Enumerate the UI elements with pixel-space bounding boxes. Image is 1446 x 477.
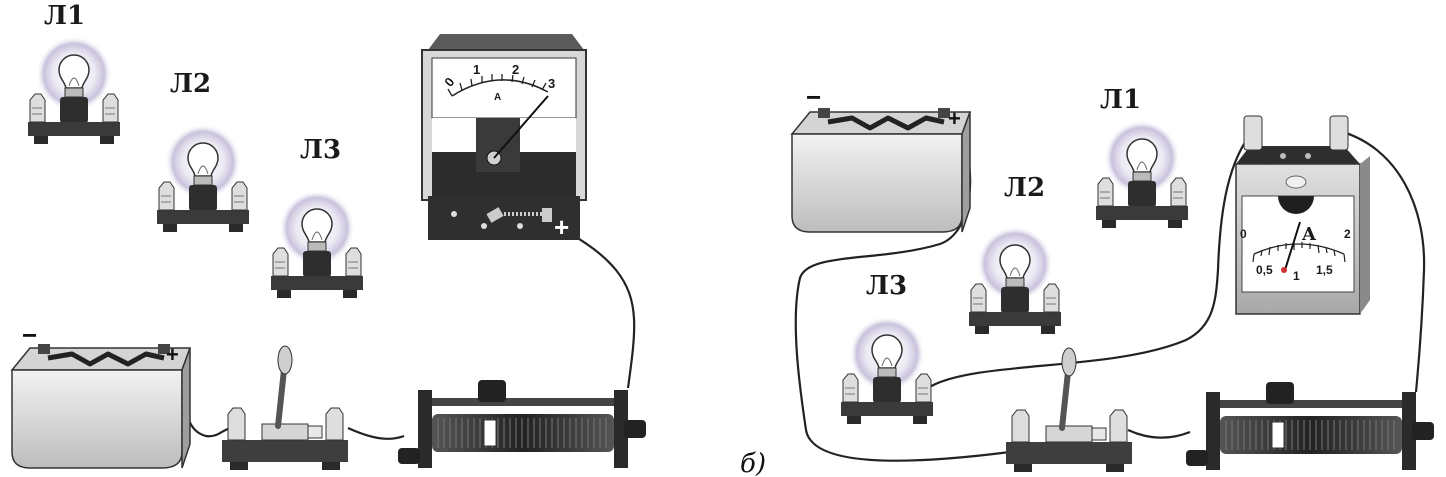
wire-switch-rheostat-right: [1127, 428, 1191, 439]
ammeter-right-tick-0: 0: [1240, 227, 1247, 241]
panel-right-label: б): [740, 449, 766, 477]
lamp-right-l3: [840, 315, 934, 425]
ammeter-left-tick-2: 2: [512, 62, 519, 77]
ammeter-right-tick-0-5: 0,5: [1256, 263, 1273, 277]
lamp-label-l2: Л2: [170, 69, 211, 99]
ammeter-right-unit: A: [1301, 224, 1317, 245]
wire-rheostat-ammeter: [559, 225, 636, 389]
lamp-right-l1: [1095, 119, 1189, 229]
switch-left: [222, 346, 348, 470]
wire-battery-around: [794, 139, 1011, 462]
wire-ammeter-rheostat: [1335, 128, 1426, 393]
wire-lamp3-ammeter: [927, 129, 1255, 389]
panel-right: − + Л1 Л2 Л3: [740, 82, 1435, 477]
ammeter-right: [1235, 115, 1370, 315]
lamp-right-l2: [968, 225, 1062, 335]
battery-right-plus: +: [948, 106, 961, 131]
lamp-label-l1: Л1: [44, 1, 85, 31]
ammeter-left: [421, 34, 587, 240]
battery-right-minus: −: [806, 82, 821, 112]
panel-left: Л1 Л2 Л3 0 1: [12, 1, 647, 470]
battery-left-plus: +: [166, 342, 179, 367]
lamp-l1: [27, 35, 121, 145]
lamp-right-label-l3: Л3: [866, 271, 907, 301]
ammeter-left-unit: A: [494, 92, 501, 103]
ammeter-right-tick-1: 1: [1293, 269, 1300, 283]
lamp-l2: [156, 123, 250, 233]
lamp-right-label-l2: Л2: [1004, 173, 1045, 203]
ammeter-right-tick-1-5: 1,5: [1316, 263, 1333, 277]
ammeter-right-tick-2: 2: [1344, 227, 1351, 241]
ammeter-left-plus-sign: +: [554, 212, 569, 242]
lamp-right-label-l1: Л1: [1100, 85, 1141, 115]
rheostat-left: [397, 379, 647, 469]
lamp-label-l3: Л3: [300, 135, 341, 165]
ammeter-left-tick-3: 3: [548, 76, 555, 91]
battery-left-minus: −: [22, 320, 37, 350]
rheostat-right: [1185, 381, 1435, 471]
battery-right: [792, 108, 970, 232]
lamp-l3: [270, 189, 364, 299]
battery-left: [12, 344, 190, 468]
ammeter-left-tick-1: 1: [473, 62, 480, 77]
wire-switch-rheostat: [347, 426, 405, 440]
